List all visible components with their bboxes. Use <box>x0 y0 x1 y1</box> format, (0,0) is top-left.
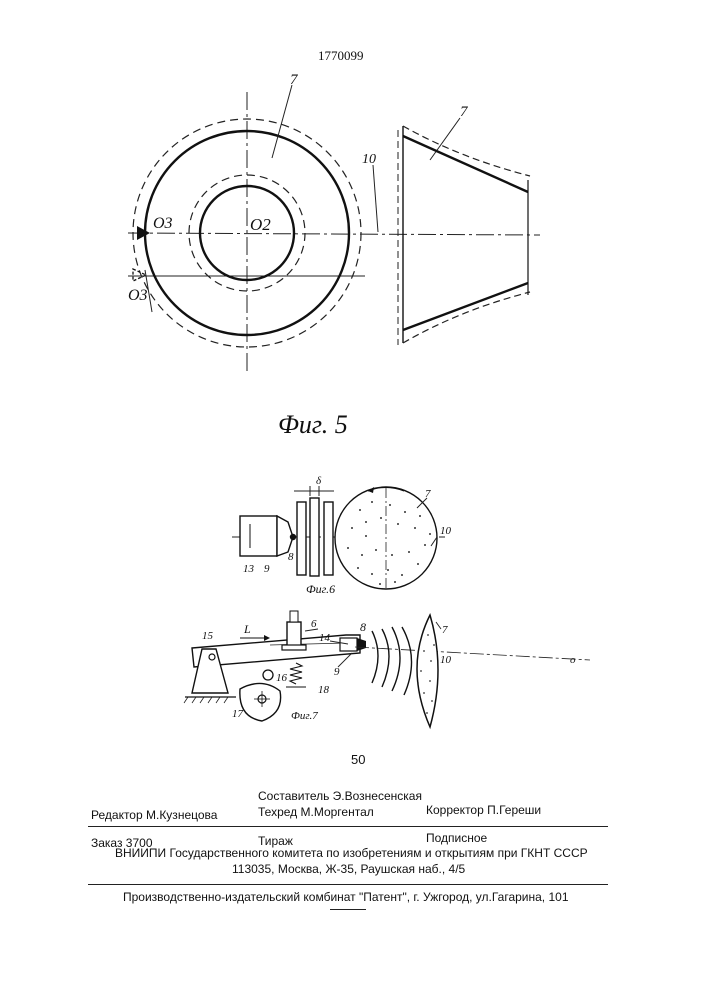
publisher-underline <box>330 909 366 910</box>
page-number: 50 <box>351 752 365 767</box>
figure-7-caption: Фиг.7 <box>291 710 318 722</box>
fig7-label-15: 15 <box>202 630 214 642</box>
figure-6-drawing: δ 7 10 8 13 9 Фиг.6 <box>0 460 707 610</box>
fig5-label-o3-prime: O3 <box>128 287 148 304</box>
fig5-label-7-left: 7 <box>290 72 299 88</box>
fig7-label-7: 7 <box>442 624 448 636</box>
compiler-line: Составитель Э.Вознесенская <box>258 789 422 803</box>
figure-6-caption: Фиг.6 <box>306 582 335 596</box>
fig7-label-8: 8 <box>360 620 366 634</box>
fig5-label-7-right: 7 <box>460 104 469 120</box>
fig7-label-10: 10 <box>440 654 452 666</box>
fig7-label-18: 18 <box>318 684 330 696</box>
fig7-label-l: L <box>243 622 251 636</box>
fig6-label-13: 13 <box>243 563 255 575</box>
figure-5-caption: Фиг. 5 <box>278 410 348 440</box>
figure-5-drawing: 7 7 10 O2 O3 O3 <box>0 0 707 460</box>
divider-bottom <box>88 884 608 885</box>
fig5-label-o2: O2 <box>250 215 271 234</box>
corrector-line: Корректор П.Гереши <box>426 803 541 817</box>
fig5-label-o3: O3 <box>153 215 173 232</box>
fig6-label-9: 9 <box>264 563 270 575</box>
editor-line: Редактор М.Кузнецова <box>91 808 217 822</box>
fig5-label-10: 10 <box>362 152 376 167</box>
fig7-label-17: 17 <box>232 708 244 720</box>
publisher-line: Производственно-издательский комбинат "П… <box>123 890 569 904</box>
fig6-label-10: 10 <box>440 525 452 537</box>
fig7-label-16: 16 <box>276 672 288 684</box>
address-line: 113035, Москва, Ж-35, Раушская наб., 4/5 <box>232 862 465 876</box>
fig6-label-delta: δ <box>316 475 322 487</box>
fig7-stray-mark: о <box>570 654 576 666</box>
vniipi-line: ВНИИПИ Государственного комитета по изоб… <box>115 846 588 860</box>
fig6-label-8: 8 <box>288 551 294 563</box>
fig7-label-9: 9 <box>334 666 340 678</box>
fig7-label-14: 14 <box>319 632 331 644</box>
o3-marker <box>137 226 150 240</box>
divider-top <box>88 826 608 827</box>
fig6-label-7: 7 <box>425 488 431 500</box>
figure-7-drawing: 15 L 6 14 8 7 10 9 16 18 17 Фиг.7 о <box>0 605 707 745</box>
techred-line: Техред М.Моргентал <box>258 805 374 819</box>
fig7-label-6: 6 <box>311 618 317 630</box>
subscription-line: Подписное <box>426 831 487 845</box>
